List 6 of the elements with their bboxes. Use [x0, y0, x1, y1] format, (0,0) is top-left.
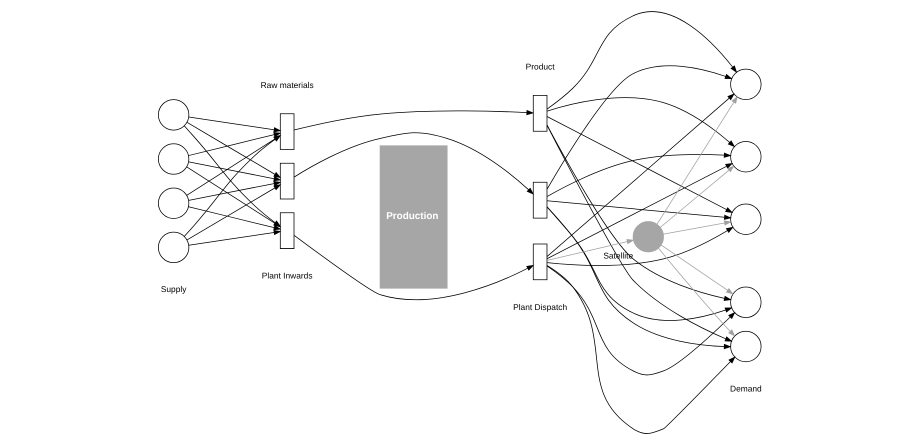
label: Product	[526, 62, 555, 72]
label: Plant Dispatch	[513, 302, 568, 312]
label: Raw materials	[260, 80, 314, 90]
label: Demand	[730, 383, 762, 394]
label: Supply	[160, 284, 186, 294]
label: Plant Inwards	[262, 270, 313, 281]
